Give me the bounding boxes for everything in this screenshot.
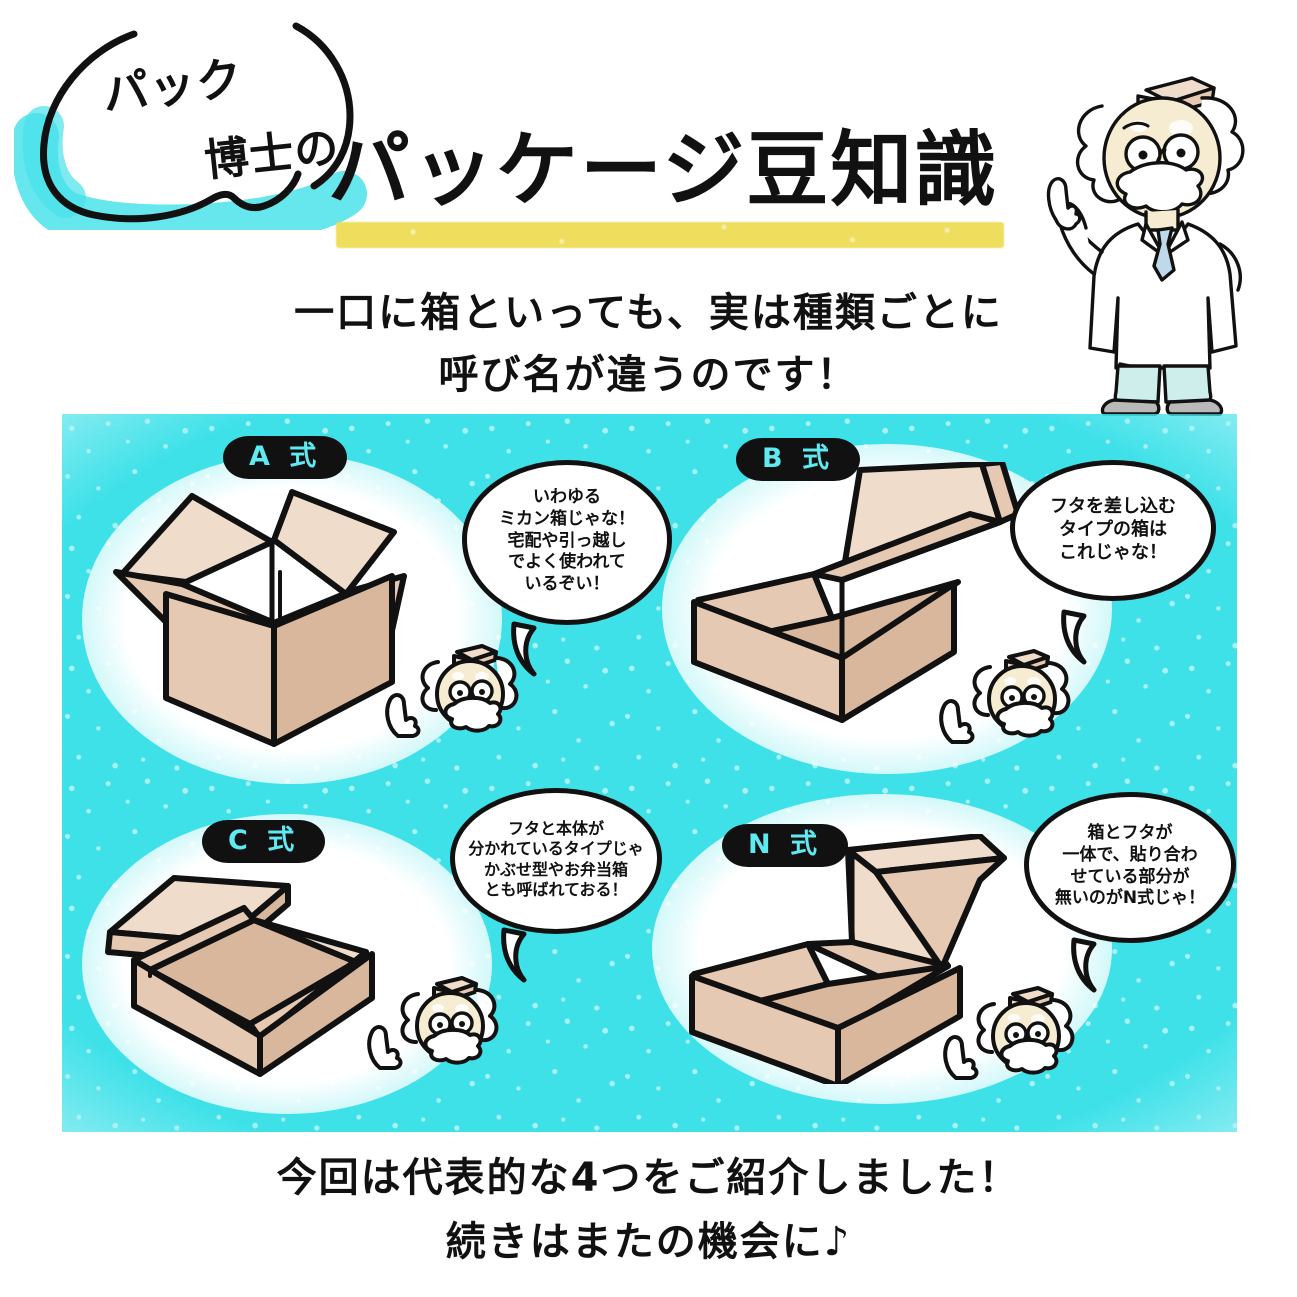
footer-line-2: 続きはまたの機会に♪ (445, 1219, 852, 1265)
bubble-n-line-3: せている部分が (1070, 866, 1190, 887)
bubble-a-line-3: 宅配や引っ越し (507, 530, 627, 551)
professor-hand-b (934, 692, 980, 746)
professor-head-n (966, 976, 1086, 1096)
bubble-n-line-4: 無いのがN式じゃ！ (1054, 888, 1206, 909)
subtitle-line-2: 呼び名が違うのです！ (438, 352, 859, 398)
bubble-n-line-2: 一体で、貼り合わ (1062, 844, 1198, 865)
bubble-c-line-2: 分かれているタイプじゃ (468, 839, 644, 859)
kicker-bracket-bubble: パック 博士の (14, 18, 444, 230)
professor-illustration (1042, 48, 1292, 418)
bubble-a-line-2: ミカン箱じゃな！ (499, 508, 635, 529)
types-panel: A 式 (62, 414, 1237, 1132)
bubble-b-line-1: フタを差し込む (1050, 496, 1176, 517)
type-label-c: C 式 (202, 820, 326, 863)
page-title: パッケージ豆知識 (328, 123, 999, 218)
type-label-a: A 式 (223, 436, 348, 479)
bubble-c-line-4: とも呼ばれておる！ (484, 880, 628, 900)
title-highlight-bar (332, 219, 1008, 251)
professor-head-b (962, 639, 1082, 759)
professor-hand-c (362, 1018, 408, 1072)
professor-hand-n (938, 1028, 984, 1082)
footer-line-1: 今回は代表的な4つをご紹介しました！ (276, 1155, 1021, 1201)
bubble-a-line-5: いるぞい！ (524, 574, 610, 594)
type-label-b: B 式 (736, 438, 860, 481)
speech-bubble-c: フタと本体が 分かれているタイプじゃ かぶせ型やお弁当箱 とも呼ばれておる！ (450, 788, 662, 983)
professor-head-a (410, 634, 530, 754)
bubble-a-line-1: いわゆる (533, 487, 601, 507)
subtitle: 一口に箱といっても、実は種類ごとに 呼び名が違うのです！ (0, 282, 1297, 406)
type-label-n: N 式 (722, 824, 848, 867)
bubble-c-line-3: かぶせ型やお弁当箱 (483, 859, 628, 879)
professor-hand-a (380, 686, 426, 740)
speech-bubble-n: 箱とフタが 一体で、貼り合わ せている部分が 無いのがN式じゃ！ (1024, 792, 1236, 993)
professor-head-c (390, 966, 510, 1086)
bubble-c-line-1: フタと本体が (507, 819, 604, 838)
bubble-b-line-3: これじゃな！ (1059, 542, 1167, 564)
bubble-b-line-2: タイプの箱は (1059, 519, 1167, 541)
box-illustration-b (682, 462, 1042, 732)
speech-bubble-a: いわゆる ミカン箱じゃな！ 宅配や引っ越し でよく使われて いるぞい！ (462, 460, 672, 677)
box-illustration-n (680, 834, 1040, 1084)
speech-bubble-b: フタを差し込む タイプの箱は これじゃな！ (1010, 460, 1216, 665)
footer-text: 今回は代表的な4つをご紹介しました！ 続きはまたの機会に♪ (0, 1146, 1297, 1274)
bubble-n-line-1: 箱とフタが (1087, 823, 1173, 843)
bubble-a-line-4: でよく使われて (508, 552, 626, 573)
box-illustration-c (104, 866, 424, 1086)
box-illustration-a (104, 476, 444, 776)
subtitle-line-1: 一口に箱といっても、実は種類ごとに (294, 290, 1003, 336)
